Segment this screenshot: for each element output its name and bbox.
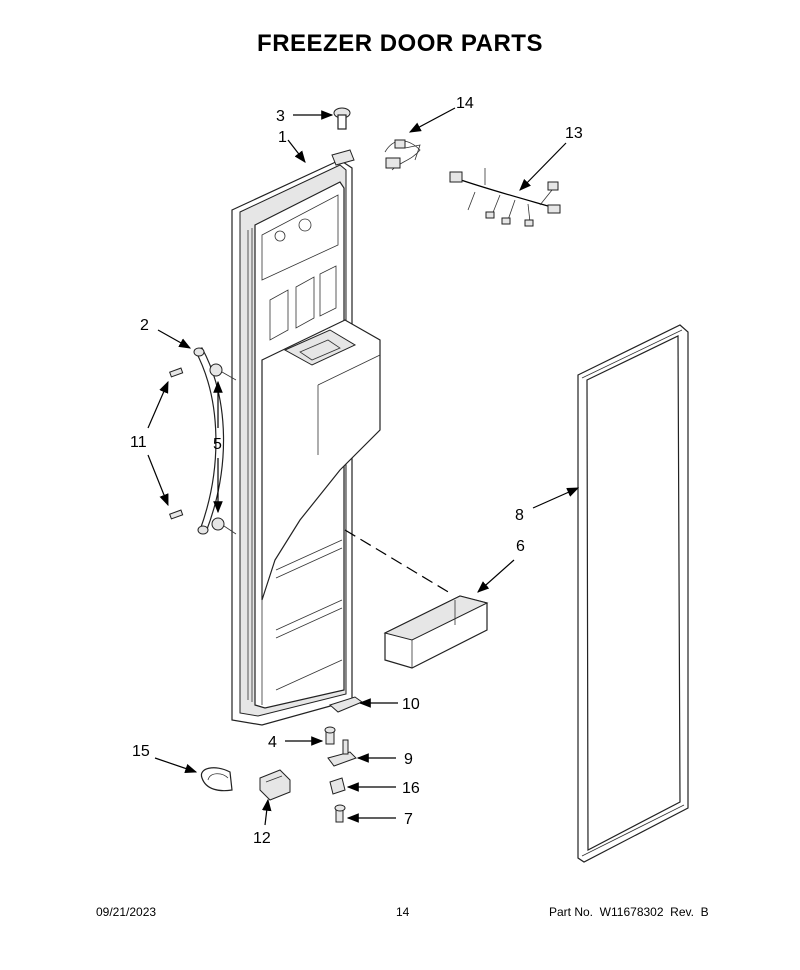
handle-spacers [209,363,237,535]
callout-5: 5 [213,436,222,453]
door-gasket [577,324,689,863]
hinge-bushing [329,777,346,795]
freezer-door [231,149,381,726]
callout-9: 9 [404,751,413,768]
handle-screws [169,367,184,520]
callout-7: 7 [404,811,413,828]
callout-16: 16 [402,780,420,797]
callout-12: 12 [253,830,271,847]
hinge-screw [334,804,346,823]
footer-date: 09/21/2023 [96,905,157,919]
hinge-cover [259,769,291,801]
callout-14: 14 [456,95,474,112]
hinge-pin [333,107,351,130]
callout-15: 15 [132,743,150,760]
callout-10: 10 [402,696,420,713]
footer-part-number: Part No. W11678302 Rev. B [549,905,709,919]
page-title: FREEZER DOOR PARTS [257,30,543,57]
callout-11: 11 [130,434,147,451]
callout-3: 3 [276,108,285,125]
wire-harness-small [384,139,421,171]
callout-1: 1 [278,129,287,146]
callout-13: 13 [565,125,583,142]
door-bin [383,595,489,669]
callout-4: 4 [268,734,277,751]
callout-6: 6 [516,538,525,555]
bracket-screw [324,726,336,745]
callout-8: 8 [515,507,524,524]
leader-lines [147,107,580,826]
footer-page-number: 14 [396,905,410,919]
lower-hinge [327,739,357,767]
callout-2: 2 [140,317,149,334]
wire-harness [449,168,561,227]
wire-clip [200,767,233,792]
